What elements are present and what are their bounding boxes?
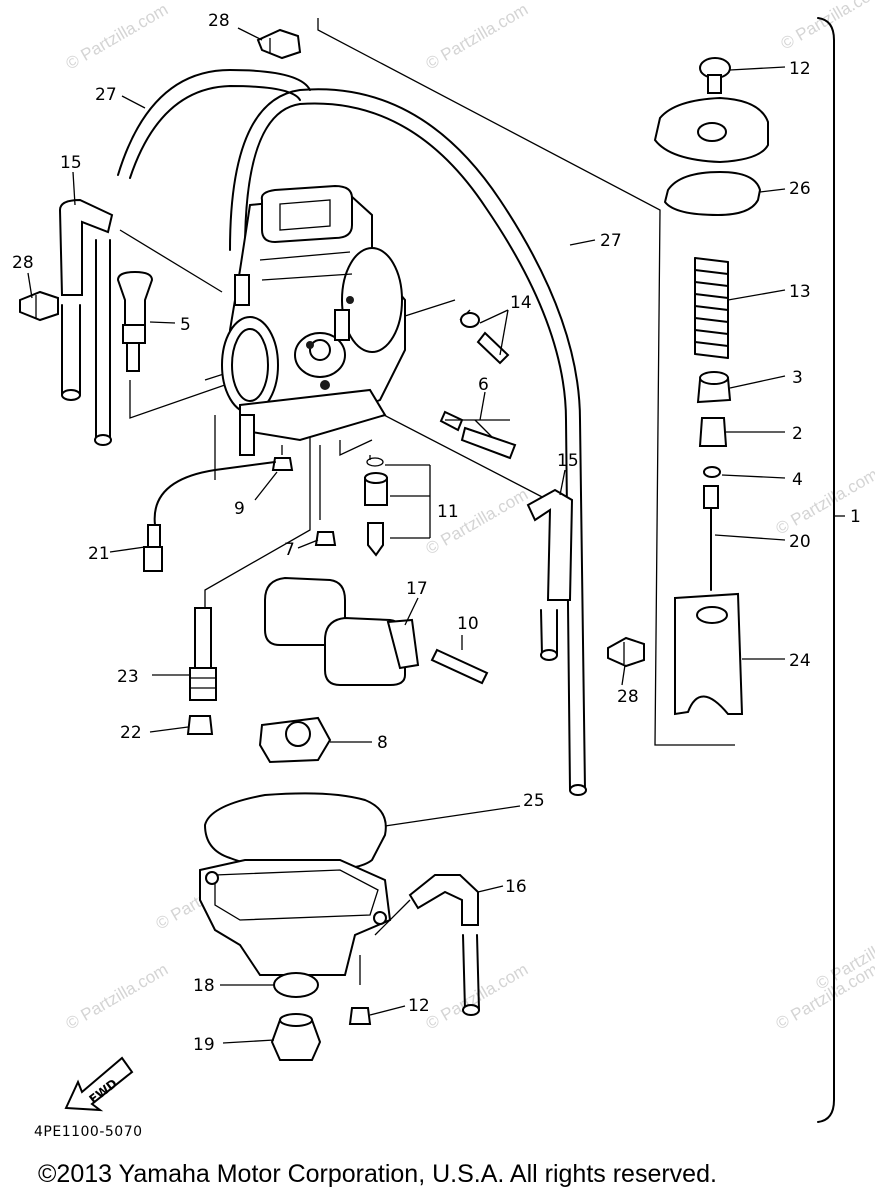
callout-17: 17	[406, 579, 428, 599]
hose-16-tail	[462, 934, 480, 1011]
callout-3: 3	[792, 368, 803, 388]
cap-top	[653, 96, 769, 164]
callout-layer: 28 12 27 26 15 27 28 13 14 5 3 6 2 15 4 …	[12, 11, 861, 1055]
callout-6: 6	[478, 375, 489, 395]
hose-end	[569, 784, 587, 796]
callout-20: 20	[789, 532, 811, 552]
clip-28-top	[256, 28, 302, 60]
hose-end	[61, 389, 81, 401]
callout-22: 22	[120, 723, 142, 743]
callout-13: 13	[789, 282, 811, 302]
callout-11: 11	[437, 502, 459, 522]
callout-1: 1	[850, 507, 861, 527]
callout-10: 10	[457, 614, 479, 634]
watermark-text: © Partzilla.com	[773, 465, 875, 539]
hose-end	[462, 1004, 480, 1016]
part-19-drain-plug	[270, 1013, 322, 1061]
callout-28-left: 28	[12, 253, 34, 273]
part-7-screw	[314, 531, 337, 546]
assembly-lines	[119, 18, 735, 985]
assembly-bracket	[817, 17, 835, 1123]
part-24-throttle-valve	[674, 592, 744, 716]
callout-14: 14	[510, 293, 532, 313]
hose-15-left-tail	[61, 304, 81, 396]
callout-19: 19	[193, 1035, 215, 1055]
clip-28-left	[19, 290, 59, 322]
callout-24: 24	[789, 651, 811, 671]
callout-21: 21	[88, 544, 110, 564]
callout-26: 26	[789, 179, 811, 199]
hose-15-right-tail	[540, 609, 558, 656]
callout-7: 7	[284, 540, 295, 560]
part-26-gasket	[664, 171, 761, 216]
part-16-hose	[408, 874, 479, 926]
part-21-sensor	[143, 461, 276, 572]
watermark-text: © Partzilla.com	[63, 960, 172, 1034]
part-2-holder	[698, 417, 728, 447]
part-22-main-jet	[186, 715, 214, 735]
part-12-screw-top	[699, 57, 731, 94]
callout-27-right: 27	[600, 231, 622, 251]
vent-hose-right	[229, 88, 586, 791]
part-25-gasket	[204, 792, 387, 871]
callout-28-top: 28	[208, 11, 230, 31]
callout-15-right: 15	[557, 451, 579, 471]
callout-25: 25	[523, 791, 545, 811]
watermark-text: © Partzilla.com	[778, 0, 875, 53]
part-12-screw-bottom	[348, 1007, 372, 1025]
watermark-text: © Partzilla.com	[423, 0, 532, 73]
watermark-text: © Partzilla.com	[423, 960, 532, 1034]
watermark-text: © Partzilla.com	[63, 0, 172, 73]
part-20-needle	[703, 485, 719, 591]
hose-end	[540, 649, 558, 661]
part-18-o-ring	[273, 972, 319, 998]
callout-8: 8	[377, 733, 388, 753]
hose-15-left	[58, 198, 114, 296]
leader-lines	[27, 27, 786, 1044]
vent-hose-left-inner	[129, 85, 301, 179]
fwd-arrow-icon: FWD	[64, 1056, 134, 1112]
part-3-retainer	[696, 371, 732, 404]
vent-hose-left	[117, 69, 311, 176]
callout-27-left: 27	[95, 85, 117, 105]
vent-hose-right-inner	[244, 102, 571, 791]
callout-28-right: 28	[617, 687, 639, 707]
part-9-screw	[271, 457, 294, 471]
part-17-floats	[264, 576, 420, 686]
callout-12-bottom: 12	[408, 996, 430, 1016]
callout-16: 16	[505, 877, 527, 897]
diagram-code: 4PE1100-5070	[34, 1124, 143, 1140]
callout-23: 23	[117, 667, 139, 687]
part-5-choke	[116, 270, 154, 372]
part-13-spring	[694, 257, 729, 359]
part-6-screw	[439, 410, 517, 460]
callout-5: 5	[180, 315, 191, 335]
part-14-screw	[460, 312, 510, 365]
part-23-jet-holder	[189, 607, 217, 701]
hose-end	[94, 434, 112, 446]
part-11-needle-valve	[364, 457, 388, 557]
callout-12-top: 12	[789, 59, 811, 79]
part-8-bracket	[258, 716, 332, 764]
callout-9: 9	[234, 499, 245, 519]
callout-2: 2	[792, 424, 803, 444]
hose-27-left-tail	[95, 239, 111, 441]
part-10-pin	[430, 648, 489, 685]
clip-28-right	[607, 636, 645, 668]
part-4-clip	[703, 466, 721, 478]
hose-15-right	[526, 488, 574, 601]
copyright-notice: ©2013 Yamaha Motor Corporation, U.S.A. A…	[38, 1160, 717, 1188]
callout-15-left: 15	[60, 153, 82, 173]
carburetor-body	[221, 184, 406, 456]
callout-4: 4	[792, 470, 803, 490]
float-bowl	[199, 859, 392, 976]
callout-18: 18	[193, 976, 215, 996]
